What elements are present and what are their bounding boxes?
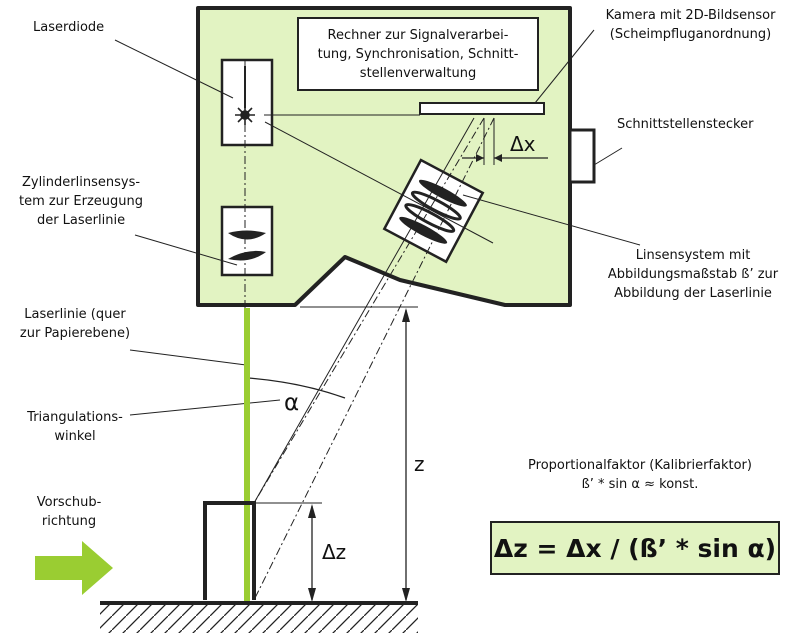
- delta-z-symbol: Δz: [322, 540, 347, 564]
- cylinder-lens-lower-icon: [228, 250, 266, 261]
- label-linsensystem: Linsensystem mit Abbildungsmaßstab ß’ zu…: [607, 248, 779, 301]
- laser-diode-box: [220, 58, 274, 147]
- ground-hatch: [100, 603, 418, 633]
- label-zylinderlinsen: Zylinderlinsensys- tem zur Erzeugung der…: [18, 175, 144, 228]
- label-rechner: Rechner zur Signalverarbei- tung, Synchr…: [317, 27, 519, 81]
- label-kamera: Kamera mit 2D-Bildsensor (Scheimpflugano…: [605, 8, 776, 42]
- camera-sensor: [419, 102, 545, 115]
- triangulation-angle-arc: [247, 377, 346, 399]
- formula-text: Δz = Δx / (ß’ * sin α): [493, 533, 777, 563]
- label-laserlinie: Laserlinie (quer zur Papierebene): [19, 307, 131, 341]
- computer-box: Rechner zur Signalverarbei- tung, Synchr…: [297, 17, 539, 91]
- label-proportional: Proportionalfaktor (Kalibrierfaktor) ß’ …: [528, 458, 752, 492]
- label-triangulation: Triangulations- winkel: [27, 410, 123, 444]
- cylinder-lens-icon: [228, 230, 266, 240]
- z-symbol: z: [414, 452, 425, 476]
- formula-box: Δz = Δx / (ß’ * sin α): [490, 521, 780, 575]
- workpiece-step: [203, 501, 256, 600]
- interface-connector: [568, 128, 596, 184]
- label-schnittstelle: Schnittstellenstecker: [617, 117, 754, 132]
- label-vorschub: Vorschub- richtung: [36, 495, 102, 529]
- delta-x-symbol: Δx: [510, 132, 536, 156]
- leader-lines: [114, 29, 641, 416]
- feed-direction-arrow: [35, 541, 113, 595]
- alpha-symbol: α: [284, 390, 300, 416]
- label-laserdiode: Laserdiode: [33, 20, 105, 35]
- cylinder-lens-box: [220, 205, 274, 277]
